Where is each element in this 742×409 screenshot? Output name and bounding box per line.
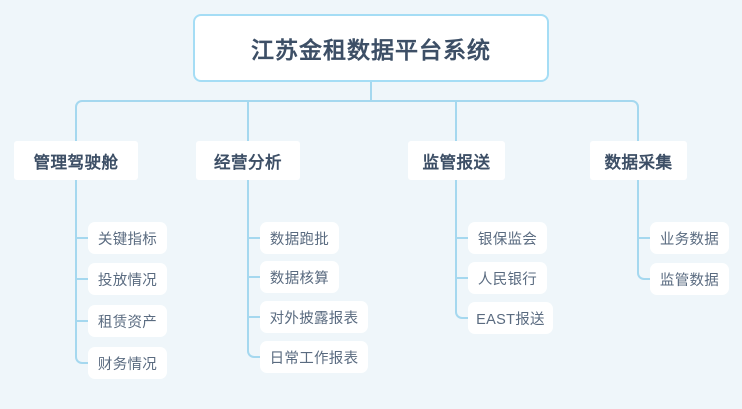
node-branch-jianguan-baosong[interactable]: 监管报送 [408,141,505,180]
node-leaf-label: 银保监会 [477,231,538,248]
node-leaf-label: 数据核算 [269,270,330,287]
node-branch-label: 经营分析 [214,153,282,172]
node-leaf-label: 财务情况 [97,356,158,373]
node-leaf-renmin-yinhang[interactable]: 人民银行 [468,262,547,294]
node-leaf-label: EAST报送 [476,311,545,328]
node-leaf-yewu-shuju[interactable]: 业务数据 [650,222,729,254]
node-branch-shuju-caiji[interactable]: 数据采集 [590,141,687,180]
node-leaf-label: 数据跑批 [269,231,330,248]
node-branch-label: 数据采集 [604,153,673,172]
node-leaf-label: 关键指标 [97,231,158,248]
node-leaf-label: 对外披露报表 [269,310,359,327]
node-leaf-jianguan-shuju[interactable]: 监管数据 [650,263,729,295]
node-branch-guanli-jiashicang[interactable]: 管理驾驶舱 [14,141,138,180]
node-leaf-label: 投放情况 [97,272,158,289]
node-leaf-toufang-qingkuang[interactable]: 投放情况 [88,263,167,295]
node-branch-label: 管理驾驶舱 [33,153,119,172]
node-branch-label: 监管报送 [422,153,491,172]
spine-col4 [637,180,650,280]
node-leaf-label: 租赁资产 [97,314,158,331]
node-leaf-caiwu-qingkuang[interactable]: 财务情况 [88,347,167,379]
branch-bus [75,100,639,141]
spine-col1 [75,180,88,364]
node-leaf-label: 人民银行 [477,271,538,288]
node-leaf-east-baosong[interactable]: EAST报送 [468,302,553,334]
node-leaf-duiwai-pilu-baobiao[interactable]: 对外披露报表 [260,301,368,333]
node-leaf-shuju-hesuan[interactable]: 数据核算 [260,261,339,293]
node-leaf-label: 日常工作报表 [269,350,359,367]
node-root[interactable]: 江苏金租数据平台系统 [193,14,549,82]
spine-col3 [455,180,468,319]
spine-col2 [247,180,260,358]
node-leaf-label: 监管数据 [659,272,720,289]
node-leaf-shuju-paopi[interactable]: 数据跑批 [260,222,339,254]
node-leaf-richang-gongzuo-baobiao[interactable]: 日常工作报表 [260,341,368,373]
node-leaf-yinbao-jianhui[interactable]: 银保监会 [468,222,547,254]
node-leaf-zulin-zichan[interactable]: 租赁资产 [88,305,167,337]
node-root-label: 江苏金租数据平台系统 [251,37,491,63]
node-leaf-guanjian-zhibiao[interactable]: 关键指标 [88,222,167,254]
node-branch-jingying-fenxi[interactable]: 经营分析 [196,141,300,180]
node-leaf-label: 业务数据 [659,231,720,248]
